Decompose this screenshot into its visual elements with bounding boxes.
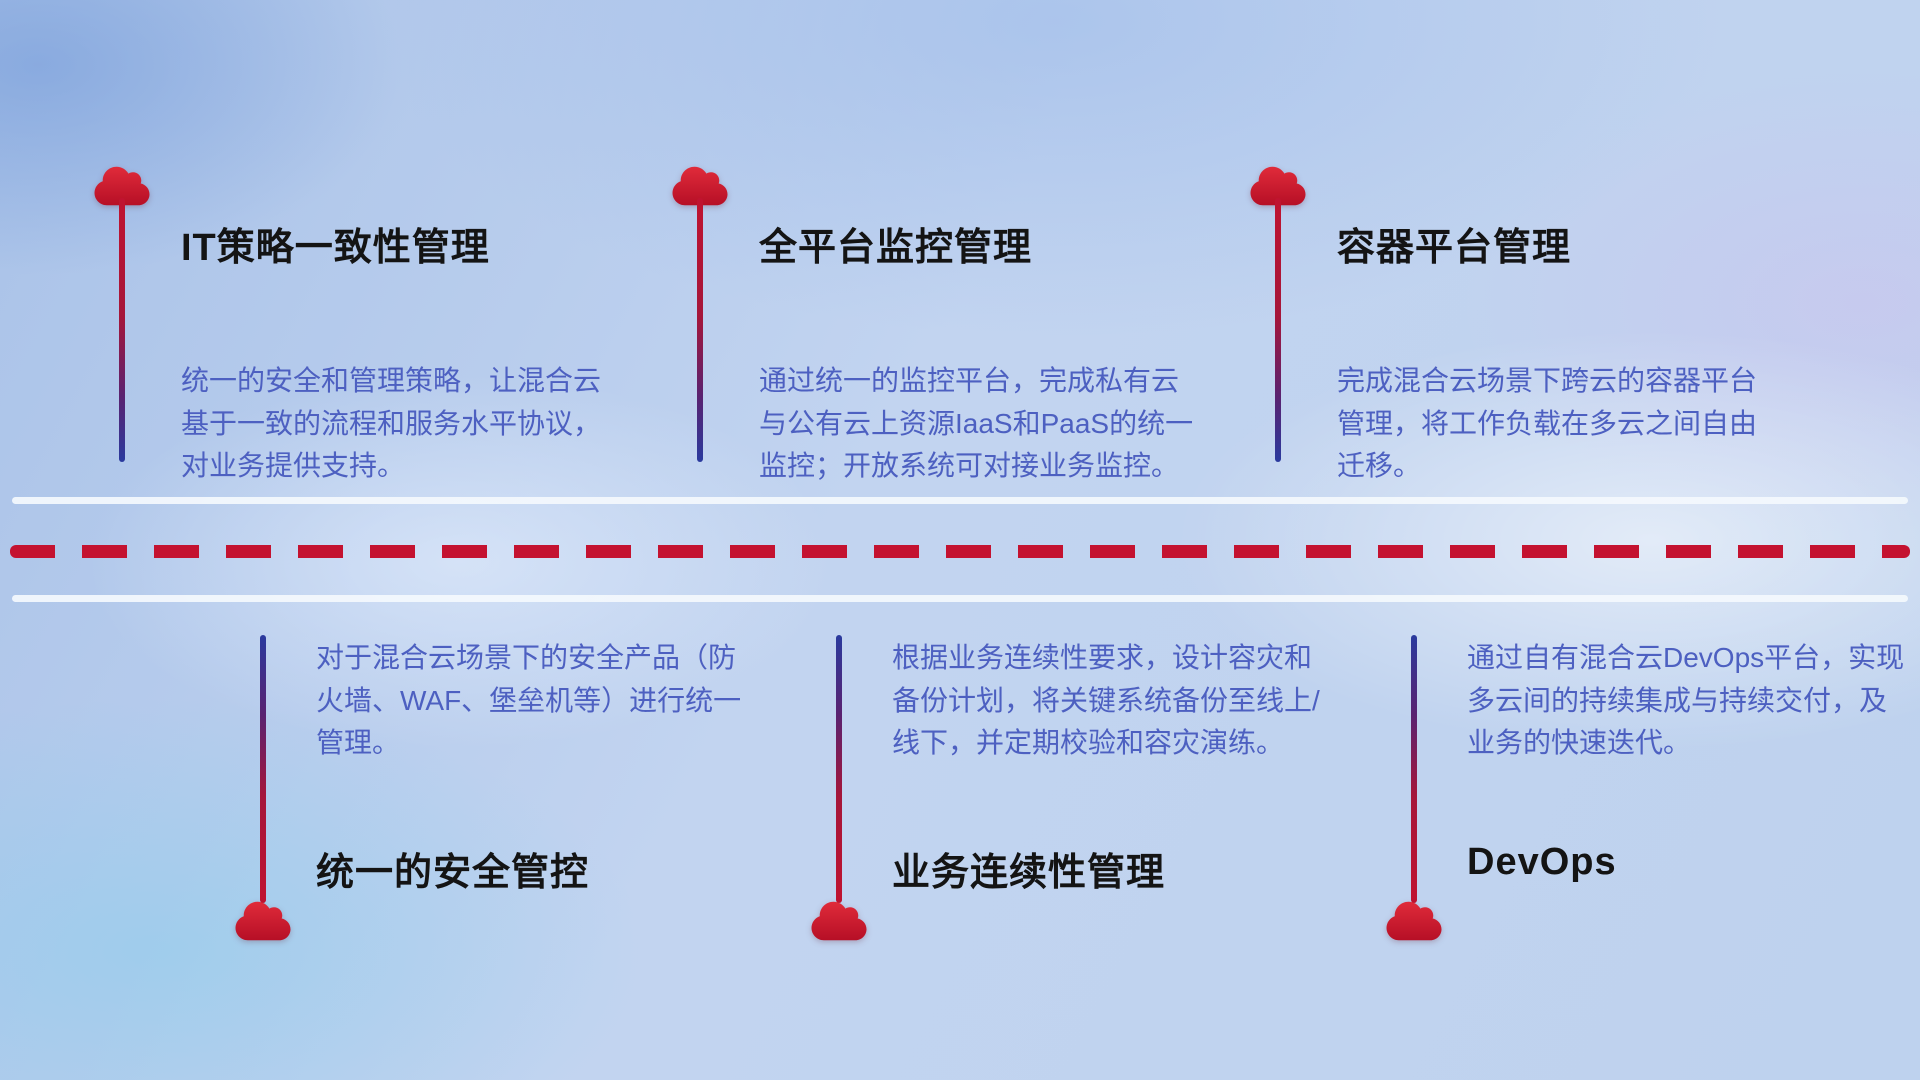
- cloud-icon: [235, 901, 291, 941]
- connector-line: [260, 635, 266, 903]
- feature-description: 对于混合云场景下的安全产品（防火墙、WAF、堡垒机等）进行统一管理。: [316, 642, 742, 759]
- connector-line: [1275, 198, 1281, 462]
- feature-description: 完成混合云场景下跨云的容器平台管理，将工作负载在多云之间自由迁移。: [1337, 365, 1758, 482]
- feature-description: 通过自有混合云DevOps平台，实现多云间的持续集成与持续交付，及业务的快速迭代…: [1467, 642, 1905, 759]
- feature-column-container-platform: 容器平台管理 完成混合云场景下跨云的容器平台管理，将工作负载在多云之间自由迁移。: [1250, 166, 1778, 498]
- connector-line: [697, 198, 703, 462]
- center-dashed-line: [10, 545, 1910, 558]
- divider-line-bottom: [12, 595, 1908, 602]
- feature-title: 全平台监控管理: [759, 227, 1033, 269]
- feature-column-monitoring: 全平台监控管理 通过统一的监控平台，完成私有云与公有云上资源IaaS和PaaS的…: [672, 166, 1200, 498]
- feature-column-it-policy: IT策略一致性管理 统一的安全和管理策略，让混合云基于一致的流程和服务水平协议，…: [94, 166, 622, 498]
- feature-title: 业务连续性管理: [892, 852, 1166, 894]
- connector-line: [1411, 635, 1417, 903]
- feature-title: IT策略一致性管理: [181, 227, 490, 269]
- feature-description: 根据业务连续性要求，设计容灾和备份计划，将关键系统备份至线上/线下，并定期校验和…: [892, 642, 1320, 759]
- feature-column-security: 对于混合云场景下的安全产品（防火墙、WAF、堡垒机等）进行统一管理。 统一的安全…: [235, 633, 763, 953]
- connector-line: [836, 635, 842, 903]
- cloud-icon: [94, 166, 150, 206]
- cloud-icon: [1250, 166, 1306, 206]
- connector-line: [119, 198, 125, 462]
- feature-column-devops: 通过自有混合云DevOps平台，实现多云间的持续集成与持续交付，及业务的快速迭代…: [1386, 633, 1914, 953]
- feature-column-business-continuity: 根据业务连续性要求，设计容灾和备份计划，将关键系统备份至线上/线下，并定期校验和…: [811, 633, 1339, 953]
- feature-title: 容器平台管理: [1337, 227, 1572, 269]
- feature-title: DevOps: [1467, 841, 1617, 883]
- feature-description: 统一的安全和管理策略，让混合云基于一致的流程和服务水平协议，对业务提供支持。: [181, 365, 602, 482]
- cloud-icon: [811, 901, 867, 941]
- feature-title: 统一的安全管控: [316, 852, 590, 894]
- cloud-icon: [1386, 901, 1442, 941]
- cloud-icon: [672, 166, 728, 206]
- feature-description: 通过统一的监控平台，完成私有云与公有云上资源IaaS和PaaS的统一监控；开放系…: [759, 365, 1194, 482]
- divider-line-top: [12, 497, 1908, 504]
